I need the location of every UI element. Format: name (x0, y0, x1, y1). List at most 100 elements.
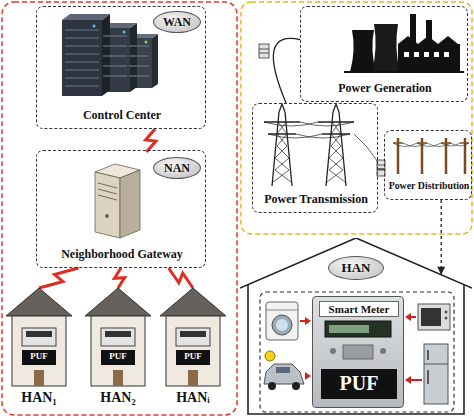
wireless-link (169, 268, 193, 288)
transformer-icon (259, 53, 269, 54)
server-rack (123, 31, 126, 34)
server-rack (129, 55, 149, 56)
puf-label: PUF (321, 369, 397, 399)
refrigerator (424, 344, 448, 404)
server-rack (129, 45, 149, 46)
server-rack (102, 14, 110, 96)
server-rack (103, 65, 127, 66)
power-plant (344, 14, 464, 72)
panel-outline (2, 2, 237, 415)
network-tag: WAN (153, 11, 201, 33)
microwave-oven (445, 311, 448, 314)
power-line (273, 38, 300, 103)
house-outline (166, 316, 220, 386)
power-plant (404, 52, 409, 57)
panel-outline (241, 2, 472, 234)
washing-machine (266, 302, 298, 340)
server-rack (129, 65, 149, 66)
connector (39, 268, 79, 288)
transmission-tower (264, 122, 300, 134)
power-plant (424, 52, 429, 57)
house-outline (85, 288, 151, 316)
house-outline (91, 316, 145, 386)
transmission-tower (354, 134, 378, 162)
server-rack (62, 14, 110, 20)
server-rack (65, 69, 99, 70)
microwave-oven (421, 308, 441, 326)
server-rack (65, 77, 99, 78)
house-outline (180, 331, 206, 337)
puf-label: PUF (176, 350, 210, 365)
electric-car (264, 351, 304, 390)
server-rack (65, 37, 99, 38)
house-outline (248, 285, 464, 414)
node-label: Smart Meter (319, 301, 399, 317)
refrigerator (424, 344, 448, 404)
refrigerator (424, 364, 448, 365)
appliance-arrow (405, 313, 411, 321)
network-box: WAN Control Center (36, 6, 206, 129)
refrigerator (427, 370, 429, 384)
house-outline (260, 292, 454, 412)
wireless-link (114, 268, 124, 288)
house-outline (6, 288, 72, 316)
house-outline (176, 328, 210, 346)
gateway-computer (98, 195, 117, 200)
power-plant (372, 24, 400, 72)
transmission-tower (272, 104, 292, 186)
home-area: HANSmart MeterPUF (240, 238, 472, 416)
appliance-arrow (305, 372, 311, 380)
washing-machine (266, 310, 298, 311)
server-rack (65, 45, 99, 46)
server-rack (103, 75, 127, 76)
server-rack (129, 75, 149, 76)
gateway-computer (95, 164, 140, 238)
electric-car (268, 382, 276, 390)
electric-car (276, 367, 290, 373)
panel-outline (2, 2, 472, 415)
electric-car (292, 382, 300, 390)
distribution-pole (398, 138, 465, 174)
power-plant (344, 71, 464, 73)
server-rack (103, 55, 127, 56)
supply-line (441, 200, 442, 275)
house-outline (12, 316, 66, 386)
puf-label: PUF (22, 350, 56, 365)
meter-face (380, 348, 386, 354)
connector (114, 268, 124, 288)
network-box: NANNeighborhood Gateway (36, 150, 206, 268)
server-rack (103, 35, 127, 36)
power-plant (404, 52, 449, 57)
transmission-tower (273, 122, 291, 182)
house-outline (101, 328, 135, 346)
appliance-arrow (405, 376, 411, 384)
washing-machine (266, 302, 298, 340)
house-outline (188, 370, 198, 386)
server-rack (65, 53, 99, 54)
power-plant (414, 52, 419, 57)
smart-meter: Smart MeterPUF (312, 296, 404, 408)
node-label: HAN₂ (85, 389, 151, 409)
power-plant (434, 52, 439, 57)
house-outline (160, 288, 226, 316)
microwave-oven (418, 304, 450, 330)
distribution-pole (393, 143, 469, 147)
distribution-pole (393, 138, 469, 174)
server-rack (65, 61, 99, 62)
gateway-computer (98, 183, 117, 188)
transmission-tower (264, 104, 378, 186)
power-plant (426, 20, 432, 44)
connector (437, 200, 445, 275)
power-plant (444, 52, 449, 57)
house: PUFHANᵢ (160, 286, 226, 414)
node-label: Control Center (40, 107, 204, 125)
microwave-oven (418, 304, 450, 330)
washing-machine (276, 319, 288, 331)
node-label: HAN₁ (6, 389, 72, 409)
server-rack (103, 45, 127, 46)
meter-face (325, 321, 391, 337)
server-rack (62, 20, 102, 96)
house-outline (22, 328, 56, 346)
server-rack (65, 30, 149, 86)
